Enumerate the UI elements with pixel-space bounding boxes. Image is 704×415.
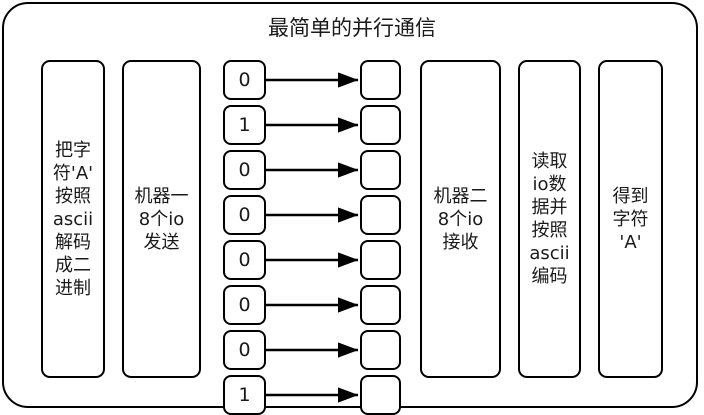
bit-box-0[interactable]: 0 [223, 60, 266, 100]
bit-box-1[interactable]: 1 [223, 105, 266, 145]
recv-box-6[interactable] [360, 330, 401, 370]
process-box-encode-label: 把字 符'A' 按照 ascii 解码 成二 进制 [52, 139, 94, 299]
bit-box-7[interactable]: 1 [223, 375, 266, 415]
recv-box-2[interactable] [360, 150, 401, 190]
recv-box-0[interactable] [360, 60, 401, 100]
process-box-machine-two[interactable]: 机器二 8个io 接收 [420, 60, 501, 378]
bit-box-3-value: 0 [238, 204, 251, 226]
process-box-machine-two-label: 机器二 8个io 接收 [433, 185, 488, 253]
bit-box-1-value: 1 [238, 114, 251, 136]
process-box-encode[interactable]: 把字 符'A' 按照 ascii 解码 成二 进制 [41, 60, 105, 378]
process-box-read-encode[interactable]: 读取 io数 据并 按照 ascii 编码 [518, 60, 581, 378]
recv-box-5[interactable] [360, 285, 401, 325]
bit-box-5-value: 0 [238, 294, 251, 316]
recv-box-3[interactable] [360, 195, 401, 235]
bit-box-6-value: 0 [238, 339, 251, 361]
bit-box-5[interactable]: 0 [223, 285, 266, 325]
bit-box-4[interactable]: 0 [223, 240, 266, 280]
bit-box-3[interactable]: 0 [223, 195, 266, 235]
process-box-result-label: 得到 字符 'A' [612, 185, 649, 253]
bit-box-0-value: 0 [238, 69, 251, 91]
process-box-machine-one[interactable]: 机器一 8个io 发送 [122, 60, 201, 378]
process-box-read-encode-label: 读取 io数 据并 按照 ascii 编码 [529, 151, 570, 287]
process-box-machine-one-label: 机器一 8个io 发送 [134, 185, 189, 253]
bit-box-7-value: 1 [238, 384, 251, 406]
diagram-outer-frame [2, 2, 698, 408]
bit-box-6[interactable]: 0 [223, 330, 266, 370]
recv-box-4[interactable] [360, 240, 401, 280]
diagram-title: 最简单的并行通信 [268, 16, 436, 40]
process-box-result[interactable]: 得到 字符 'A' [598, 60, 663, 378]
recv-box-1[interactable] [360, 105, 401, 145]
bit-box-4-value: 0 [238, 249, 251, 271]
bit-box-2[interactable]: 0 [223, 150, 266, 190]
recv-box-7[interactable] [360, 375, 401, 415]
bit-box-2-value: 0 [238, 159, 251, 181]
